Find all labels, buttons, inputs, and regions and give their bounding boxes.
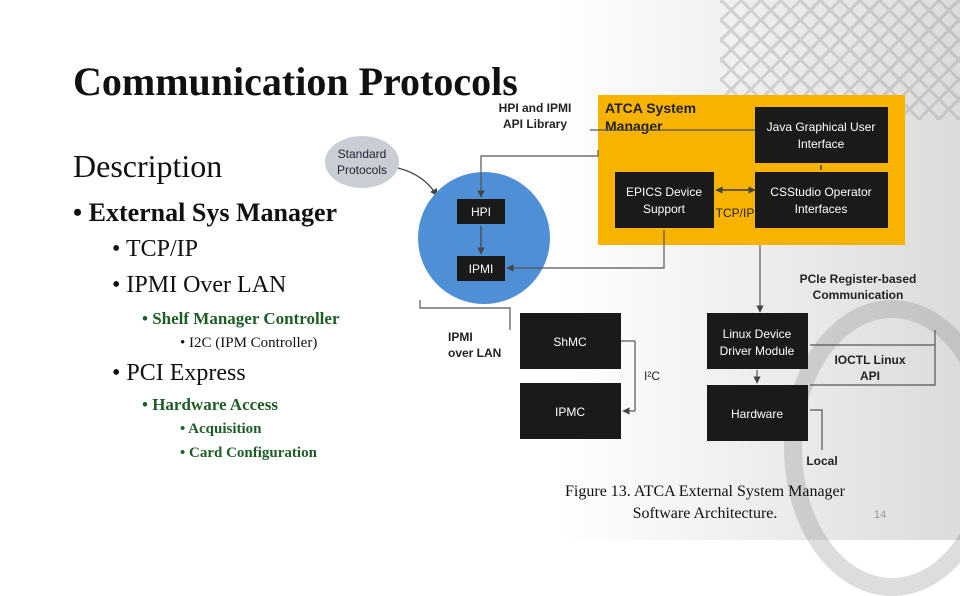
- bullet-ipmi-over-lan: • IPMI Over LAN: [112, 272, 287, 298]
- shmc-label: ShMC: [553, 335, 587, 349]
- ioctl-connector: [810, 330, 936, 386]
- hpi-label: HPI: [471, 205, 491, 219]
- hardware-label: Hardware: [731, 407, 783, 421]
- epics-to-ipmi-connector: [506, 230, 665, 272]
- figure-caption-line-1: Figure 13. ATCA External System Manager: [565, 483, 845, 500]
- epics-label-2: Support: [643, 202, 686, 216]
- figure-caption-line-2: Software Architecture.: [632, 505, 778, 522]
- linux-driver-label-2: Driver Module: [720, 344, 795, 358]
- api-library-circle: [418, 172, 550, 304]
- bullet-pci-express: • PCI Express: [112, 360, 246, 386]
- bullet-shelf-manager-controller: • Shelf Manager Controller: [142, 309, 340, 328]
- hpi-ipmi-library-label-1: HPI and IPMI: [499, 101, 572, 115]
- ipmi-label: IPMI: [469, 262, 494, 276]
- bullet-external-sys-manager: • External Sys Manager: [73, 198, 338, 227]
- ipmi-over-lan-label-2: over LAN: [448, 346, 501, 360]
- architecture-diagram: Standard Protocols ATCA System Manager J…: [325, 95, 936, 468]
- epics-device-support-box: [615, 172, 714, 228]
- slide-title: Communication Protocols: [73, 59, 518, 104]
- ipmi-over-lan-label-1: IPMI: [448, 330, 473, 344]
- pcie-label-2: Communication: [813, 288, 904, 302]
- manager-to-hpi-connector: [477, 150, 599, 198]
- ioctl-label-1: IOCTL Linux: [834, 353, 905, 367]
- bullet-hardware-access: • Hardware Access: [142, 395, 278, 414]
- bullet-card-configuration: • Card Configuration: [180, 445, 317, 461]
- standard-protocols-arrow: [397, 167, 438, 197]
- ipmc-box: [520, 383, 621, 439]
- standard-protocols-label-1: Standard: [338, 147, 387, 161]
- java-gui-label-2: Interface: [798, 137, 845, 151]
- local-label: Local: [806, 454, 837, 468]
- linux-driver-label-1: Linux Device: [723, 327, 792, 341]
- shmc-box: [520, 313, 621, 369]
- hpi-box: [457, 199, 505, 224]
- linux-driver-box: [707, 313, 808, 369]
- atca-manager-label-2: Manager: [605, 118, 663, 134]
- ipmc-label: IPMC: [555, 405, 585, 419]
- i2c-label: I²C: [644, 369, 660, 383]
- description-heading: Description: [73, 148, 223, 184]
- atca-manager-label-1: ATCA System: [605, 100, 696, 116]
- figure-caption: Figure 13. ATCA External System Manager …: [520, 481, 890, 525]
- ipmi-box: [457, 256, 505, 281]
- java-gui-box: [755, 107, 888, 163]
- bullet-i2c: • I2C (IPM Controller): [180, 335, 318, 351]
- page-number: 14: [874, 509, 887, 521]
- css-label-2: Interfaces: [795, 202, 848, 216]
- ipmi-lan-connector: [419, 300, 511, 330]
- hardware-box: [707, 385, 808, 441]
- tcpip-label: TCP/IP: [716, 206, 755, 220]
- hpi-ipmi-library-label-2: API Library: [503, 117, 567, 131]
- standard-protocols-bubble: [325, 136, 399, 188]
- csstudio-box: [755, 172, 888, 228]
- standard-protocols-label-2: Protocols: [337, 163, 387, 177]
- bullet-acquisition: • Acquisition: [180, 421, 262, 437]
- local-connector: [810, 409, 823, 450]
- css-label-1: CSStudio Operator: [770, 185, 871, 199]
- ioctl-label-2: API: [860, 369, 880, 383]
- pcie-label-1: PCIe Register-based: [800, 272, 917, 286]
- epics-label-1: EPICS Device: [626, 185, 702, 199]
- bullet-tcp-ip: • TCP/IP: [112, 236, 198, 262]
- java-gui-label-1: Java Graphical User: [767, 120, 876, 134]
